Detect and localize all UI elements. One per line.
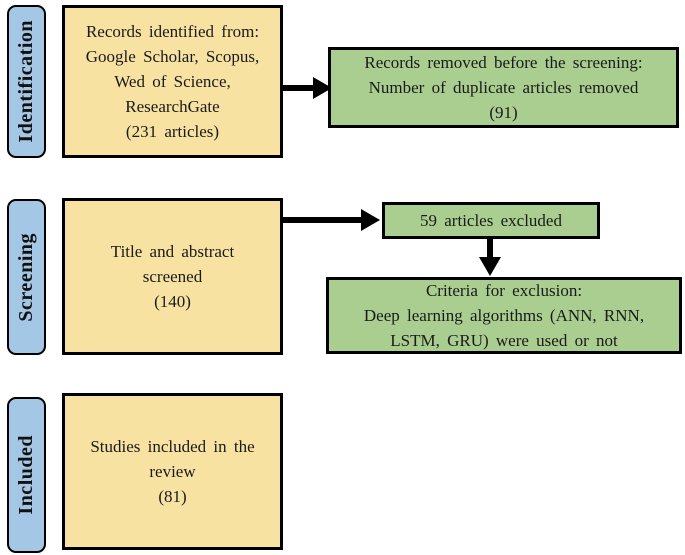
- box-text-line: (81): [158, 487, 187, 506]
- box-text-line: Google Scholar, Scopus,: [85, 47, 260, 66]
- box-text-line: (140): [154, 292, 191, 311]
- box-records-identified: Records identified from: Google Scholar,…: [62, 5, 283, 158]
- box-articles-excluded: 59 articles excluded: [382, 202, 600, 239]
- box-text-line: Studies included in the: [90, 437, 255, 456]
- box-text-line: (231 articles): [125, 122, 220, 141]
- stage-label-included: Included: [7, 397, 46, 553]
- box-text-line: ResearchGate: [125, 97, 220, 116]
- box-text-line: screened: [142, 267, 203, 286]
- stage-label-text: Included: [15, 435, 37, 515]
- box-text-line: (91): [489, 103, 518, 122]
- stage-label-identification: Identification: [7, 5, 46, 158]
- box-text-line: Deep learning algorithms (ANN, RNN,: [363, 306, 645, 325]
- box-text-line: LSTM, GRU) were used or not: [390, 331, 618, 350]
- arrow-right-icon: [283, 77, 332, 99]
- box-text-line: 59 articles excluded: [420, 211, 562, 230]
- box-studies-included: Studies included in the review (81): [62, 393, 283, 550]
- box-records-removed: Records removed before the screening: Nu…: [328, 47, 679, 128]
- arrow-down-icon: [479, 239, 501, 276]
- box-title-abstract-screened: Title and abstract screened (140): [62, 198, 283, 355]
- box-text-line: review: [149, 462, 196, 481]
- box-text-line: Criteria for exclusion:: [425, 281, 583, 300]
- box-text-line: Number of duplicate articles removed: [368, 78, 639, 97]
- box-criteria-exclusion: Criteria for exclusion: Deep learning al…: [326, 277, 682, 354]
- box-text-line: Title and abstract: [110, 242, 235, 261]
- box-text-line: Wed of Science,: [114, 72, 231, 91]
- box-text-line: Records removed before the screening:: [364, 53, 643, 72]
- stage-label-text: Screening: [15, 232, 37, 322]
- stage-label-text: Identification: [15, 20, 37, 143]
- stage-label-screening: Screening: [7, 199, 46, 355]
- arrow-right-icon: [283, 209, 380, 231]
- box-text-line: Records identified from:: [85, 22, 260, 41]
